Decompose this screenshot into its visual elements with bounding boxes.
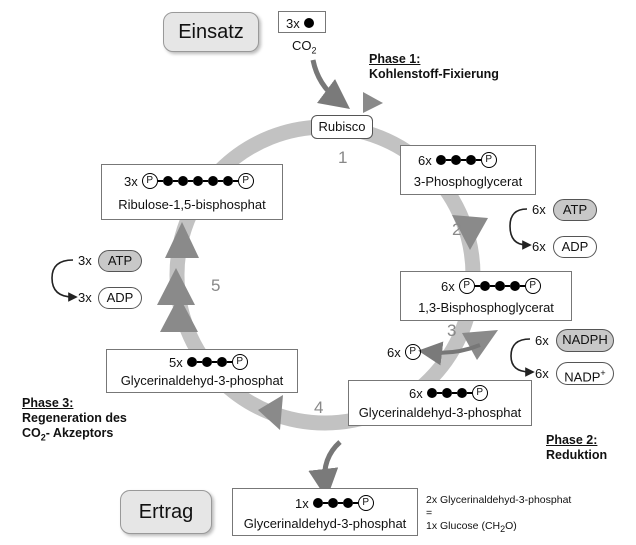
pga-count: 6x xyxy=(418,152,432,168)
co2-label: CO2 xyxy=(292,38,317,56)
g3p-five-box: 5x P Glycerinaldehyd-3-phosphat xyxy=(106,349,298,393)
carbon-ball-icon xyxy=(303,18,314,28)
atp-left-count: 3x xyxy=(78,253,92,268)
atp-right-count: 6x xyxy=(532,202,546,217)
g3p6-name: Glycerinaldehyd-3-phosphat xyxy=(358,405,522,420)
carbon-ball-icon xyxy=(186,357,197,367)
ertrag-label: Ertrag xyxy=(120,490,212,534)
g3p5-name: Glycerinaldehyd-3-phosphat xyxy=(120,373,284,388)
carbon-ball-icon xyxy=(450,155,461,165)
cycle-arrowhead-left-3 xyxy=(165,222,199,258)
pga-name: 3-Phosphoglycerat xyxy=(413,174,523,189)
phosphate-icon: P xyxy=(524,278,541,294)
glucose-note: 2x Glycerinaldehyd-3-phosphat = 1x Gluco… xyxy=(426,494,572,535)
phosphate-output-arrow xyxy=(418,341,481,366)
step-number-1: 1 xyxy=(338,148,348,167)
carbon-ball-icon xyxy=(201,357,212,367)
carbon-ball-icon xyxy=(327,498,338,508)
phosphate-output: 6x P xyxy=(387,343,421,361)
cycle-arrowhead-right xyxy=(452,215,488,250)
nadp-pill: NADP+ xyxy=(556,362,614,385)
co2-count: 3x xyxy=(286,15,300,31)
adp-left-count: 3x xyxy=(78,290,92,305)
ribulose-count: 3x xyxy=(124,173,138,189)
adp-right-pill: ADP xyxy=(553,236,597,258)
nadph-pill: NADPH xyxy=(556,329,614,352)
phosphate-output-count: 6x xyxy=(387,344,401,360)
step-number-5: 5 xyxy=(211,276,221,295)
phosphate-icon: P xyxy=(357,495,374,511)
step-number-2: 2 xyxy=(452,220,462,239)
phosphate-icon: P xyxy=(480,152,497,168)
g3p6-count: 6x xyxy=(409,385,423,401)
g3p-output-box: 1x P Glycerinaldehyd-3-phosphat xyxy=(232,488,418,536)
step-number-3: 3 xyxy=(447,321,457,340)
carbon-ball-icon xyxy=(216,357,227,367)
phase3-label: Phase 3: Regeneration des CO2- Akzeptors xyxy=(22,396,127,443)
carbon-ball-icon xyxy=(465,155,476,165)
phosphoglycerate-box: 6x P 3-Phosphoglycerat xyxy=(400,145,536,195)
adp-right-count: 6x xyxy=(532,239,546,254)
atp-left-pill: ATP xyxy=(98,250,142,272)
carbon-ball-icon xyxy=(177,176,188,186)
einsatz-label: Einsatz xyxy=(163,12,259,52)
nadph-count: 6x xyxy=(535,333,549,348)
carbon-ball-icon xyxy=(162,176,173,186)
phase1-label: Phase 1:Kohlenstoff-Fixierung xyxy=(369,52,499,81)
output-arrow xyxy=(308,440,342,499)
rubisco-enzyme: Rubisco xyxy=(311,115,373,139)
phosphate-icon: P xyxy=(237,173,254,189)
step-number-4: 4 xyxy=(314,398,324,417)
carbon-ball-icon xyxy=(435,155,446,165)
carbon-ball-icon xyxy=(441,388,452,398)
phosphate-icon: P xyxy=(141,173,158,189)
cycle-arrowhead-bottom xyxy=(258,395,283,430)
g3p1-count: 1x xyxy=(295,495,309,511)
carbon-ball-icon xyxy=(312,498,323,508)
ribulose-name: Ribulose-1,5-bisphosphat xyxy=(118,197,266,212)
carbon-ball-icon xyxy=(207,176,218,186)
cycle-arrowhead-left-2 xyxy=(160,296,198,332)
g3p1-name: Glycerinaldehyd-3-phosphat xyxy=(243,516,407,531)
carbon-ball-icon xyxy=(479,281,490,291)
g3p5-count: 5x xyxy=(169,354,183,370)
atp-right-pill: ATP xyxy=(553,199,597,221)
cycle-arrowhead-left-1 xyxy=(157,268,195,305)
co2-box: 3x xyxy=(278,11,326,33)
carbon-ball-icon xyxy=(192,176,203,186)
phosphate-icon: P xyxy=(404,344,421,360)
ribulose-bisphosphate-box: 3x P P Ribulose-1,5-bisphosphat xyxy=(101,164,283,220)
co2-input-arrow xyxy=(310,59,350,110)
atp-adp-left-arrow xyxy=(51,259,78,302)
atp-adp-right-arrow xyxy=(509,208,532,250)
nadp-count: 6x xyxy=(535,366,549,381)
carbon-ball-icon xyxy=(426,388,437,398)
bpg-count: 6x xyxy=(441,278,455,294)
carbon-ball-icon xyxy=(342,498,353,508)
phosphate-icon: P xyxy=(471,385,488,401)
carbon-ball-icon xyxy=(494,281,505,291)
adp-left-pill: ADP xyxy=(98,287,142,309)
nadph-nadp-arrow xyxy=(510,338,535,377)
carbon-ball-icon xyxy=(509,281,520,291)
phase2-label: Phase 2:Reduktion xyxy=(546,433,608,462)
cycle-arrowhead-top xyxy=(363,92,383,113)
carbon-ball-icon xyxy=(222,176,233,186)
carbon-ball-icon xyxy=(456,388,467,398)
g3p-six-box: 6x P Glycerinaldehyd-3-phosphat xyxy=(348,380,532,426)
bpg-name: 1,3-Bisphosphoglycerat xyxy=(418,300,554,315)
bisphosphoglycerate-box: 6x P P 1,3-Bisphosphoglycerat xyxy=(400,271,572,321)
phosphate-icon: P xyxy=(231,354,248,370)
phosphate-icon: P xyxy=(458,278,475,294)
